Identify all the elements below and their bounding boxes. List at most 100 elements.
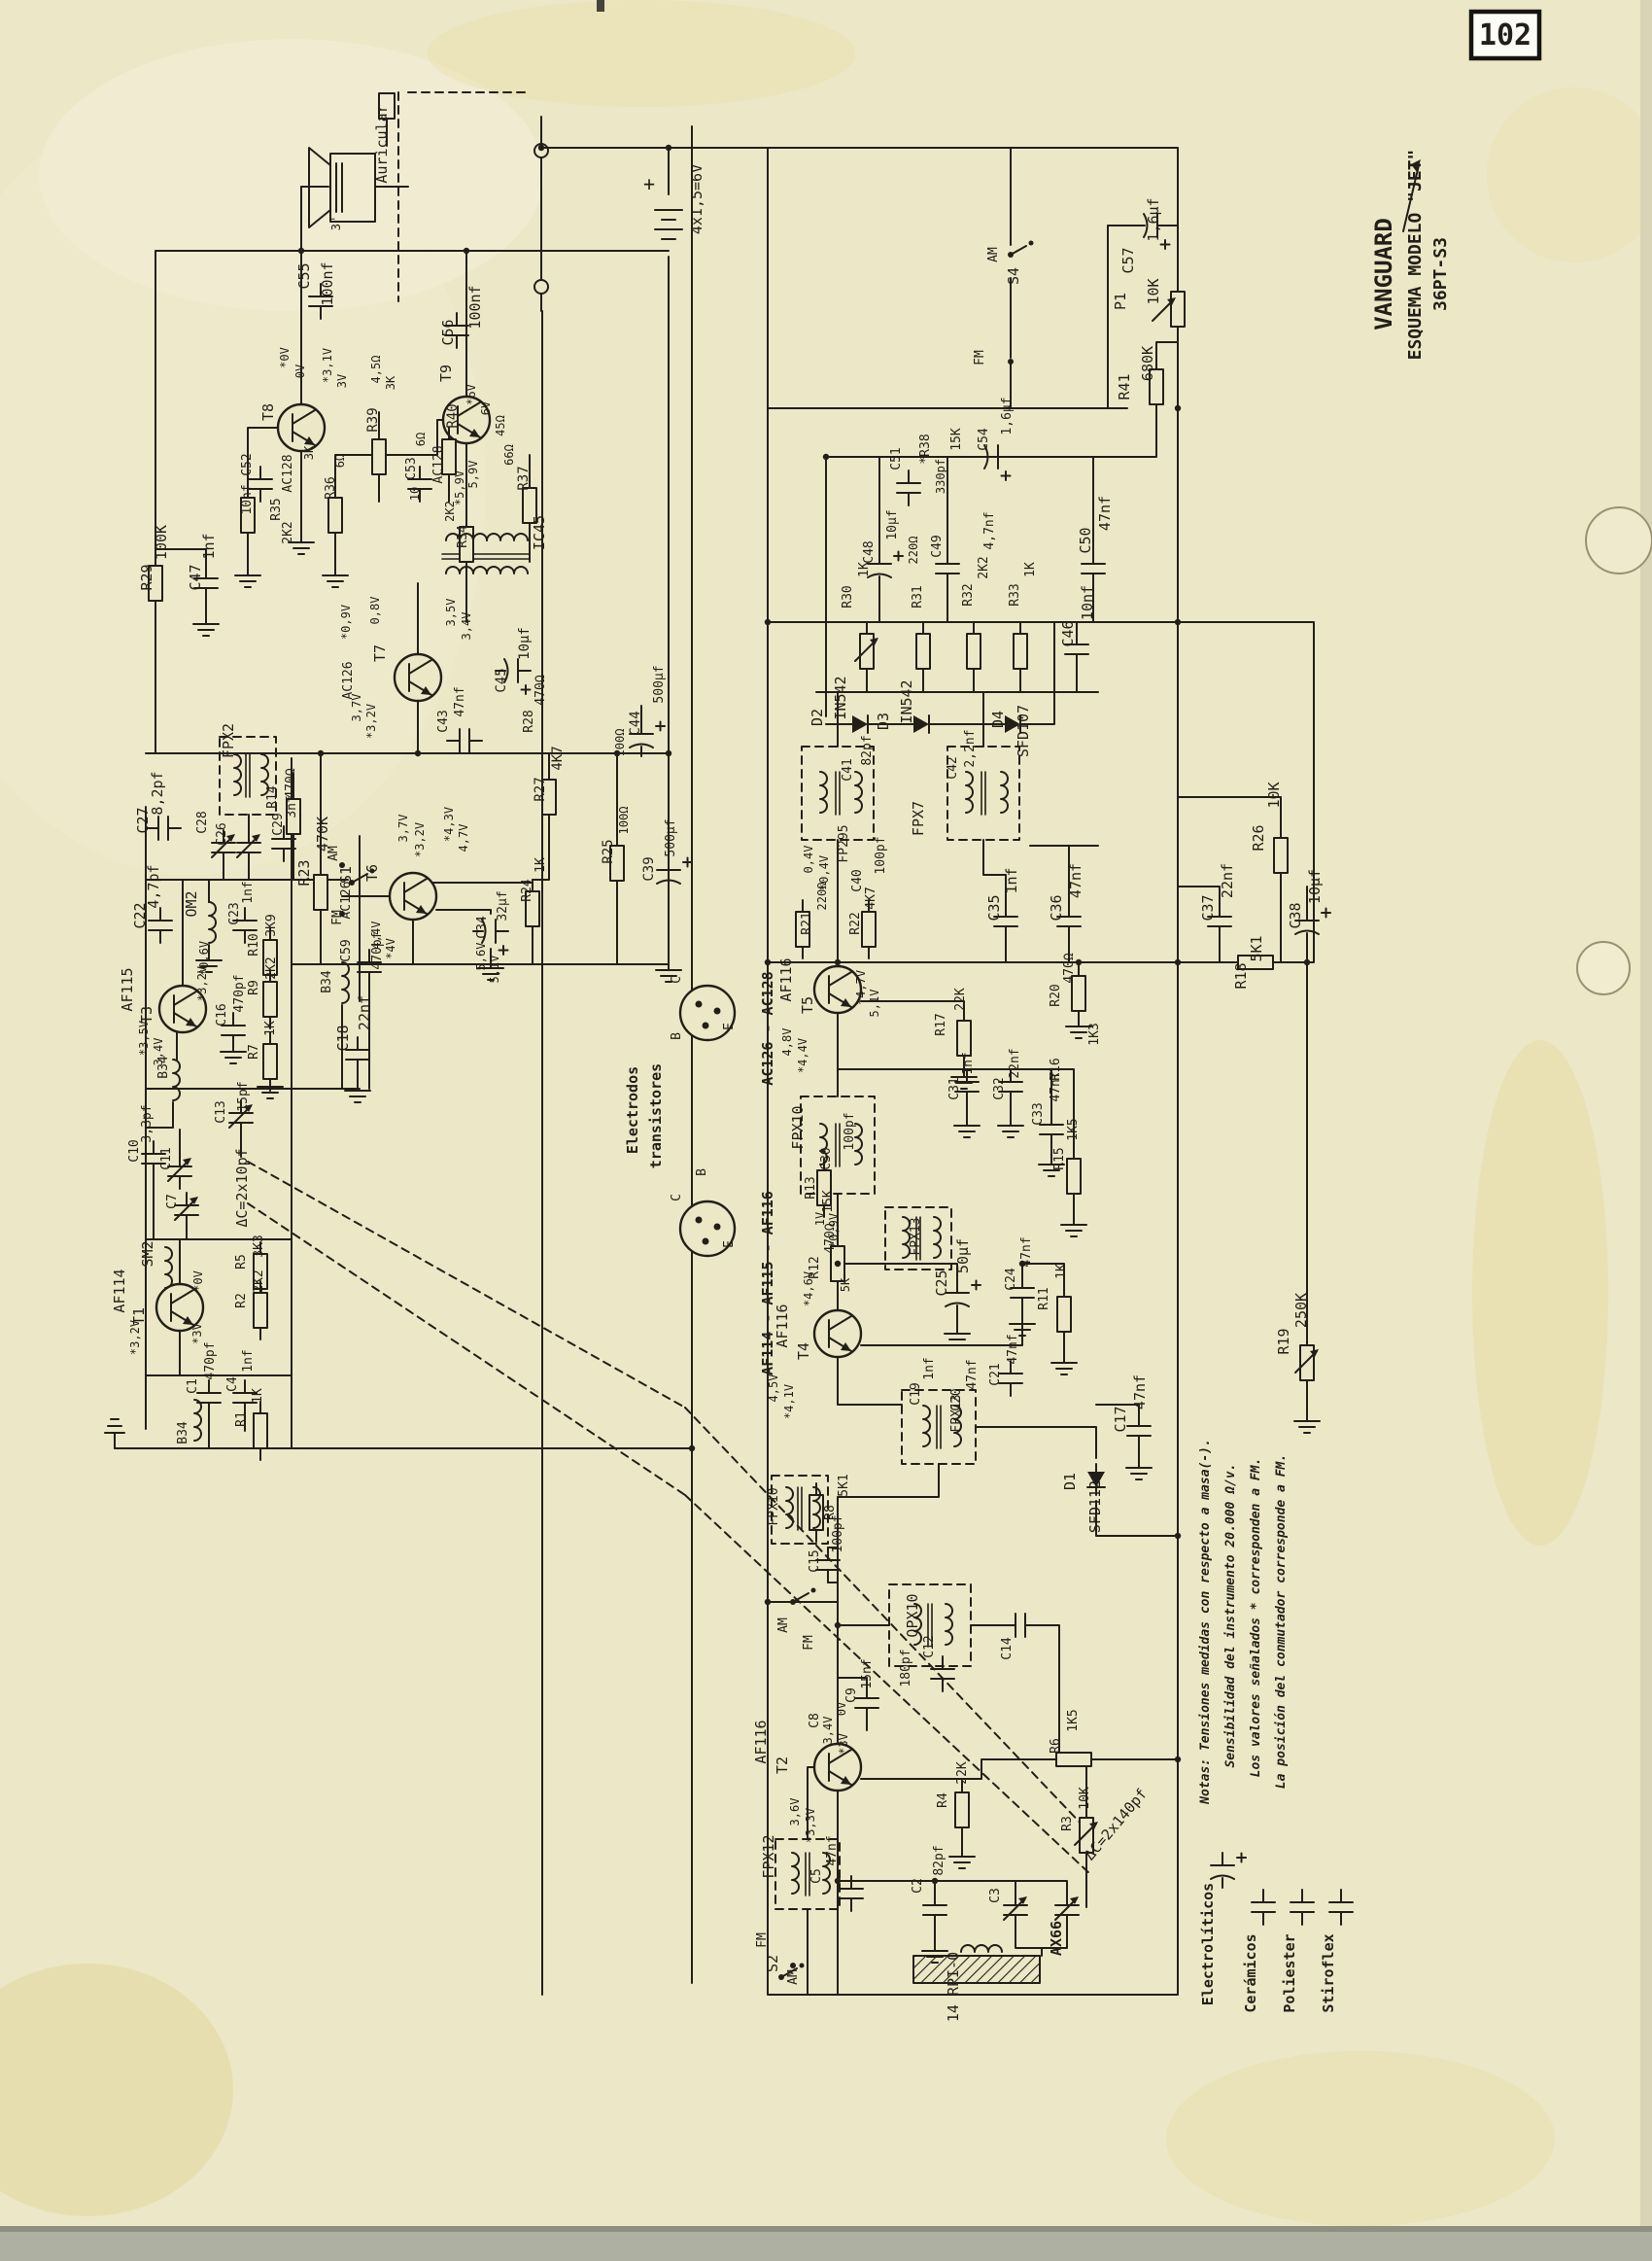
schematic-label: C18 xyxy=(334,1025,352,1051)
schematic-label: *0,4V xyxy=(817,855,831,890)
dot-symbol xyxy=(834,1621,842,1629)
schematic-label: AM xyxy=(327,846,341,861)
schematic-label: 10μf xyxy=(517,627,533,660)
schematic-label: 5K xyxy=(839,1277,852,1292)
schematic-label: 3,7V xyxy=(396,815,410,843)
coil3h-symbol xyxy=(486,566,529,574)
schematic-label: B34 xyxy=(320,970,334,993)
note-line-1: Notas: Tensiones medidas con respecto a … xyxy=(1198,1439,1213,1805)
schematic-label: AF114 xyxy=(111,1269,128,1312)
schematic-label: 45Ω xyxy=(494,415,507,436)
schematic-label: AC126 xyxy=(339,881,354,919)
schematic-label: 3K9 xyxy=(264,914,279,936)
schematic-label: IN542 xyxy=(898,679,915,723)
schematic-label: AM xyxy=(786,1969,801,1985)
schematic-label: 10K xyxy=(1145,278,1162,304)
ecap-symbol xyxy=(945,1279,981,1316)
schematic-label: 100pf xyxy=(874,836,888,874)
schematic-label: 8,2pf xyxy=(149,771,166,815)
schematic-label: 5,1V xyxy=(868,990,881,1018)
gnd-symbol xyxy=(953,1117,981,1138)
dot-symbol xyxy=(414,749,422,757)
schematic-label: Electrolíticos xyxy=(1199,1883,1217,2005)
schematic-label: FP295 xyxy=(837,824,851,862)
schematic-label: C40 xyxy=(850,869,865,891)
schematic-label: C9 xyxy=(844,1687,859,1703)
schematic-label: *3V xyxy=(190,1323,204,1344)
schematic-label: 4,8V xyxy=(780,1028,794,1057)
schematic-label: R22 xyxy=(848,912,863,934)
schematic-label: 3K xyxy=(302,445,316,460)
ferrite-rod xyxy=(912,1955,1041,1984)
schematic-label: 1nf xyxy=(241,1349,256,1372)
schematic-label: 6V xyxy=(479,401,493,415)
schematic-label: 1K5 xyxy=(1066,1709,1081,1731)
schematic-label: C11 xyxy=(159,1147,174,1169)
schematic-label: R19 xyxy=(1275,1328,1292,1354)
schematic-label: AM xyxy=(986,247,1001,262)
schematic-label: C49 xyxy=(930,535,945,557)
schematic-label: 10K xyxy=(1265,782,1283,808)
ferrite-winding xyxy=(960,1944,1003,1953)
schematic-label: FPX12 xyxy=(760,1834,777,1878)
schematic-label: C4 xyxy=(225,1376,240,1392)
schematic-label: SFD107 xyxy=(1015,705,1032,757)
schematic-label: 14 RPI-0 xyxy=(945,1952,962,2022)
schematic-label: 1K xyxy=(1023,562,1038,577)
schematic-label: 180pf xyxy=(899,1649,913,1687)
schematic-label: R17 xyxy=(934,1013,948,1035)
speaker-icon xyxy=(308,147,376,228)
schematic-label: D4 xyxy=(989,711,1007,728)
schematic-label: C38 xyxy=(1287,902,1304,928)
schematic-label: R18 xyxy=(1232,962,1250,989)
dot-symbol xyxy=(665,144,672,152)
dot-symbol xyxy=(822,453,830,461)
schematic-label: 15K xyxy=(949,428,964,451)
schematic-label: C54 xyxy=(977,428,991,451)
coil3h-symbol xyxy=(486,533,529,541)
schematic-label: 1,6μf xyxy=(1145,197,1162,241)
schematic-label: 4,4V xyxy=(369,922,383,950)
cap-symbol xyxy=(1126,1412,1152,1449)
schematic-label: R33 xyxy=(1008,583,1022,606)
schematic-label: 47nf xyxy=(1049,1071,1063,1101)
schematic-label: T9 xyxy=(437,365,455,382)
gnd-symbol xyxy=(948,1848,976,1869)
schematic-label: 22nf xyxy=(356,995,373,1030)
schematic-label: R8 xyxy=(823,1505,838,1520)
schematic-label: R39 xyxy=(365,407,381,432)
schematic-label: AF116 xyxy=(774,1304,791,1347)
schematic-label: *3,2V xyxy=(364,704,378,739)
schematic-label: 47nf xyxy=(1019,1236,1034,1267)
schematic-label: C34 xyxy=(475,916,490,939)
schematic-label: R4 xyxy=(936,1792,950,1808)
schematic-label: OM2 xyxy=(183,890,200,917)
res-symbol xyxy=(859,621,875,681)
coil3v-symbol xyxy=(172,1059,181,1101)
dot-symbol xyxy=(834,1260,842,1268)
coil3v-symbol xyxy=(785,1486,794,1529)
schematic-label: 47nf xyxy=(1096,496,1114,531)
schematic-label: AF115 xyxy=(119,967,136,1011)
schematic-label: D2 xyxy=(809,709,826,726)
note-line-3: Los valores señalados * corresponden a F… xyxy=(1249,1458,1263,1778)
schematic-label: FPX10 xyxy=(767,1487,781,1525)
page-number: 102 xyxy=(1479,18,1532,52)
transformer-cores xyxy=(245,553,986,1896)
cap-symbol xyxy=(446,728,483,753)
schematic-label: C5 xyxy=(809,1868,824,1884)
schematic-label: C44 xyxy=(628,711,643,735)
schematic-label: C xyxy=(670,1194,684,1201)
res-symbol xyxy=(253,1401,268,1461)
schematic-label: *4,4V xyxy=(796,1038,809,1073)
schematic-label: *0,9V xyxy=(339,605,353,640)
model-title: ESQUEMA MODELO "JET" xyxy=(1405,150,1426,361)
schematic-label: 6Ω xyxy=(333,454,347,468)
schematic-label: R12 xyxy=(808,1256,822,1278)
schematic-label: Stiroflex xyxy=(1320,1933,1337,2012)
schematic-label: C2 xyxy=(911,1878,925,1894)
gnd-symbol xyxy=(997,1117,1024,1138)
dot-symbol xyxy=(764,618,772,626)
gnd-symbol xyxy=(1050,1354,1078,1375)
schematic-label: T3 xyxy=(138,1006,155,1024)
